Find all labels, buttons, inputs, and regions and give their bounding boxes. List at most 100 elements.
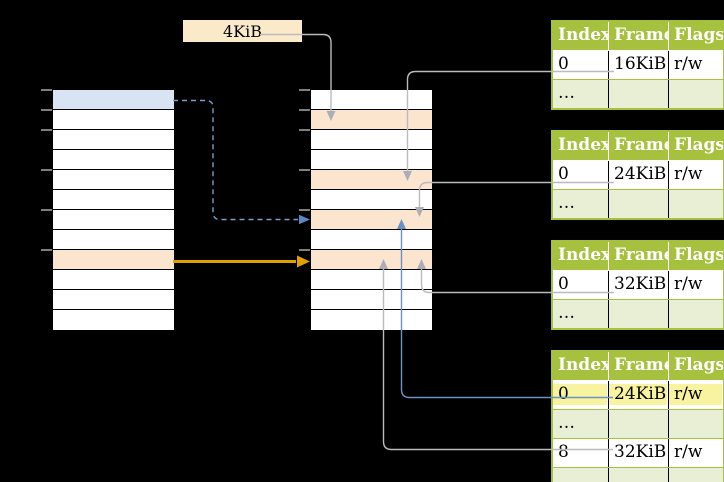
highlighted-value: 24KiB — [609, 384, 667, 405]
table-cell: … — [553, 410, 609, 438]
arrowhead-blue-page-translation-dashed — [299, 214, 310, 225]
address-tick — [299, 89, 310, 91]
address-tick — [299, 249, 310, 251]
table-cell: … — [553, 80, 609, 108]
physical-memory-row-10 — [311, 290, 432, 310]
physical-memory-row-9 — [311, 270, 432, 290]
table-cell: 16KiB — [609, 51, 669, 79]
header-cell: Index — [553, 132, 609, 160]
table-cell: 0 — [553, 51, 609, 79]
table-cell — [669, 300, 723, 328]
header-cell: Frame — [609, 352, 669, 380]
virtual-memory-row-0 — [53, 90, 174, 110]
header-cell: Index — [553, 242, 609, 270]
header-cell: Flags — [669, 132, 723, 160]
address-tick — [41, 129, 52, 131]
header-cell: Index — [553, 352, 609, 380]
table-cell: 0 — [553, 271, 609, 299]
connector-blue-page-translation-dashed — [173, 99, 298, 221]
level2-table-row-1: … — [553, 409, 723, 438]
table-cell: … — [553, 468, 609, 482]
address-tick — [41, 109, 52, 111]
table-cell — [609, 190, 669, 218]
virtual-memory-row-8 — [53, 250, 174, 270]
arrowhead-orange-page-translation — [297, 255, 310, 268]
address-tick — [41, 249, 52, 251]
virtual-memory-row-4 — [53, 170, 174, 190]
physical-memory-row-1 — [311, 110, 432, 130]
table-cell — [669, 190, 723, 218]
address-tick — [41, 209, 52, 211]
level1-table-32kib-row-1: … — [553, 299, 723, 328]
highlighted-value: 0 — [553, 384, 607, 405]
header-cell: Flags — [669, 22, 723, 50]
physical-memory-row-5 — [311, 190, 432, 210]
table-cell: … — [553, 300, 609, 328]
table-cell: 24KiB — [609, 161, 669, 189]
level2-table-row-3: … — [553, 467, 723, 482]
address-tick — [41, 89, 52, 91]
physical-memory-row-2 — [311, 130, 432, 150]
table-cell: 32KiB — [609, 271, 669, 299]
header-cell: Frame — [609, 22, 669, 50]
table-cell — [609, 300, 669, 328]
table-cell — [669, 410, 723, 438]
header-cell: Flags — [669, 242, 723, 270]
virtual-memory-row-2 — [53, 130, 174, 150]
table-cell — [609, 410, 669, 438]
physical-memory-row-4 — [311, 170, 432, 190]
virtual-memory-row-6 — [53, 210, 174, 230]
header-cell: Frame — [609, 242, 669, 270]
table-cell: r/w — [669, 381, 723, 409]
address-tick — [299, 129, 310, 131]
physical-memory-row-6 — [311, 210, 432, 230]
header-cell: Index — [553, 22, 609, 50]
address-tick — [41, 169, 52, 171]
virtual-memory-row-9 — [53, 270, 174, 290]
virtual-memory-column — [52, 89, 175, 331]
table-cell: r/w — [669, 271, 723, 299]
table-cell — [609, 80, 669, 108]
virtual-memory-row-7 — [53, 230, 174, 250]
header-cell: Flags — [669, 352, 723, 380]
address-tick — [299, 109, 310, 111]
physical-memory-row-7 — [311, 230, 432, 250]
physical-memory-row-8 — [311, 250, 432, 270]
physical-memory-row-3 — [311, 150, 432, 170]
virtual-memory-row-5 — [53, 190, 174, 210]
table-cell: 24KiB — [609, 381, 669, 409]
table-cell — [669, 80, 723, 108]
frame-size-label: 4KiB — [183, 20, 302, 42]
physical-memory-column — [310, 89, 433, 331]
table-cell: 0 — [553, 161, 609, 189]
physical-memory-row-0 — [311, 90, 432, 110]
table-cell: 8 — [553, 439, 609, 467]
table-cell: 0 — [553, 381, 609, 409]
highlighted-value: r/w — [669, 384, 722, 405]
table-cell — [669, 468, 723, 482]
virtual-memory-row-1 — [53, 110, 174, 130]
table-cell: … — [553, 190, 609, 218]
table-cell — [609, 468, 669, 482]
address-tick — [299, 169, 310, 171]
virtual-memory-row-10 — [53, 290, 174, 310]
table-cell: r/w — [669, 439, 723, 467]
level1-table-16kib-row-1: … — [553, 79, 723, 108]
table-cell: r/w — [669, 51, 723, 79]
level1-table-24kib-row-1: … — [553, 189, 723, 218]
table-cell: 32KiB — [609, 439, 669, 467]
address-tick — [299, 209, 310, 211]
table-cell: r/w — [669, 161, 723, 189]
